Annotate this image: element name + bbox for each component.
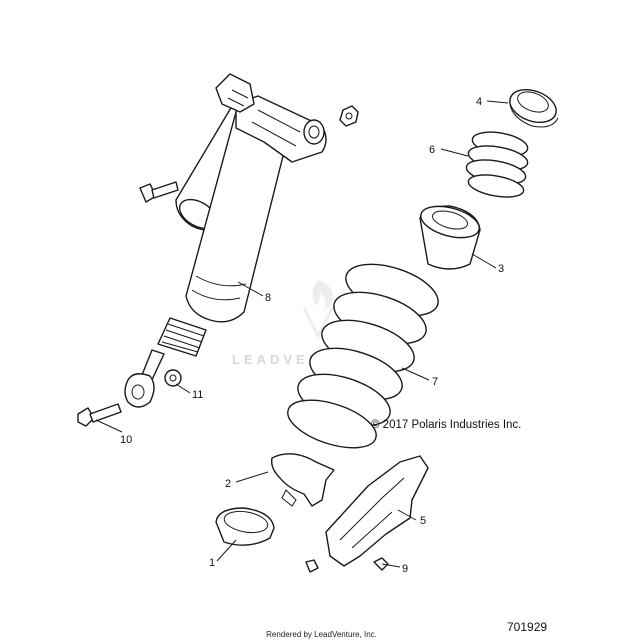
- part-10-bolt[interactable]: [77, 403, 122, 427]
- part-7-main-spring[interactable]: [282, 254, 444, 457]
- callout-3[interactable]: 3: [498, 263, 504, 275]
- callout-11[interactable]: 11: [192, 389, 203, 401]
- callout-5[interactable]: 5: [420, 515, 426, 527]
- callout-leaders: [95, 100, 509, 568]
- copyright-notice: © 2017 Polaris Industries Inc.: [371, 419, 522, 431]
- callout-2[interactable]: 2: [225, 478, 231, 490]
- part-11-bushing[interactable]: [164, 369, 182, 387]
- upper-mounting-bolt[interactable]: [139, 181, 179, 203]
- part-1-lower-seat[interactable]: [215, 507, 275, 546]
- part-4-retainer-ring[interactable]: [505, 84, 560, 129]
- callout-7[interactable]: 7: [432, 376, 438, 388]
- callout-8[interactable]: 8: [265, 292, 271, 304]
- part-3-spring-seat[interactable]: [417, 201, 482, 270]
- rendered-by-credit: Rendered by LeadVenture, Inc.: [266, 630, 377, 639]
- callout-4[interactable]: 4: [476, 96, 482, 108]
- part-6-tender-spring[interactable]: [465, 128, 530, 200]
- part-9-screw[interactable]: [373, 557, 389, 571]
- callout-10[interactable]: 10: [120, 434, 132, 446]
- leadventure-flame-logo-icon: [302, 280, 334, 340]
- part-5-shield[interactable]: [325, 455, 429, 567]
- small-screw-left[interactable]: [305, 559, 319, 573]
- callout-6[interactable]: 6: [429, 144, 435, 156]
- callout-9[interactable]: 9: [402, 563, 408, 575]
- part-8-shock-absorber[interactable]: [124, 73, 327, 408]
- callout-1[interactable]: 1: [209, 557, 215, 569]
- top-nut[interactable]: [339, 105, 359, 127]
- drawing-number: 701929: [507, 620, 548, 634]
- part-2-bracket[interactable]: [270, 453, 335, 507]
